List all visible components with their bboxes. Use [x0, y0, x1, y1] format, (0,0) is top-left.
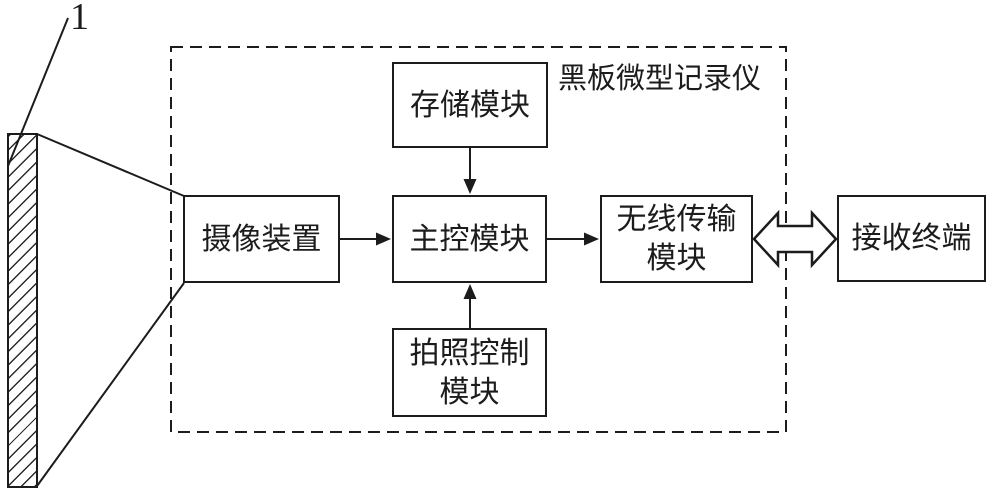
system-title: 黑板微型记录仪: [558, 63, 762, 95]
block-camera-device: 摄像装置: [183, 195, 340, 283]
block-wireless-transmission-module: 无线传输 模块: [600, 195, 753, 283]
block-receiving-terminal: 接收终端: [837, 195, 986, 282]
blackboard-hatched-slab: [7, 133, 38, 488]
block-main-label: 主控模块: [409, 222, 530, 256]
reference-label-1: 1: [70, 0, 89, 38]
arrowhead-storage-to-main: [463, 179, 477, 194]
block-wireless-label-line1: 无线传输: [616, 203, 737, 236]
block-main-control-module: 主控模块: [392, 195, 547, 283]
arrowhead-camera-to-main: [376, 232, 391, 246]
block-storage-label: 存储模块: [410, 88, 530, 122]
block-photo-control-module: 拍照控制 模块: [392, 328, 547, 417]
block-photo-label-line2: 模块: [439, 375, 500, 409]
block-camera-label: 摄像装置: [201, 222, 322, 256]
arrowhead-photo-to-main: [463, 284, 477, 299]
frustum-line-top: [36, 133, 185, 197]
hollow-double-arrow-wireless-receiving: [752, 209, 838, 269]
block-wireless-label-line2: 模块: [646, 242, 707, 275]
block-storage-module: 存储模块: [392, 62, 548, 148]
block-photo-label-line1: 拍照控制: [409, 336, 530, 370]
frustum-line-bottom: [36, 282, 185, 487]
arrowhead-main-to-wireless: [584, 232, 599, 246]
block-receiving-label: 接收终端: [851, 222, 972, 255]
